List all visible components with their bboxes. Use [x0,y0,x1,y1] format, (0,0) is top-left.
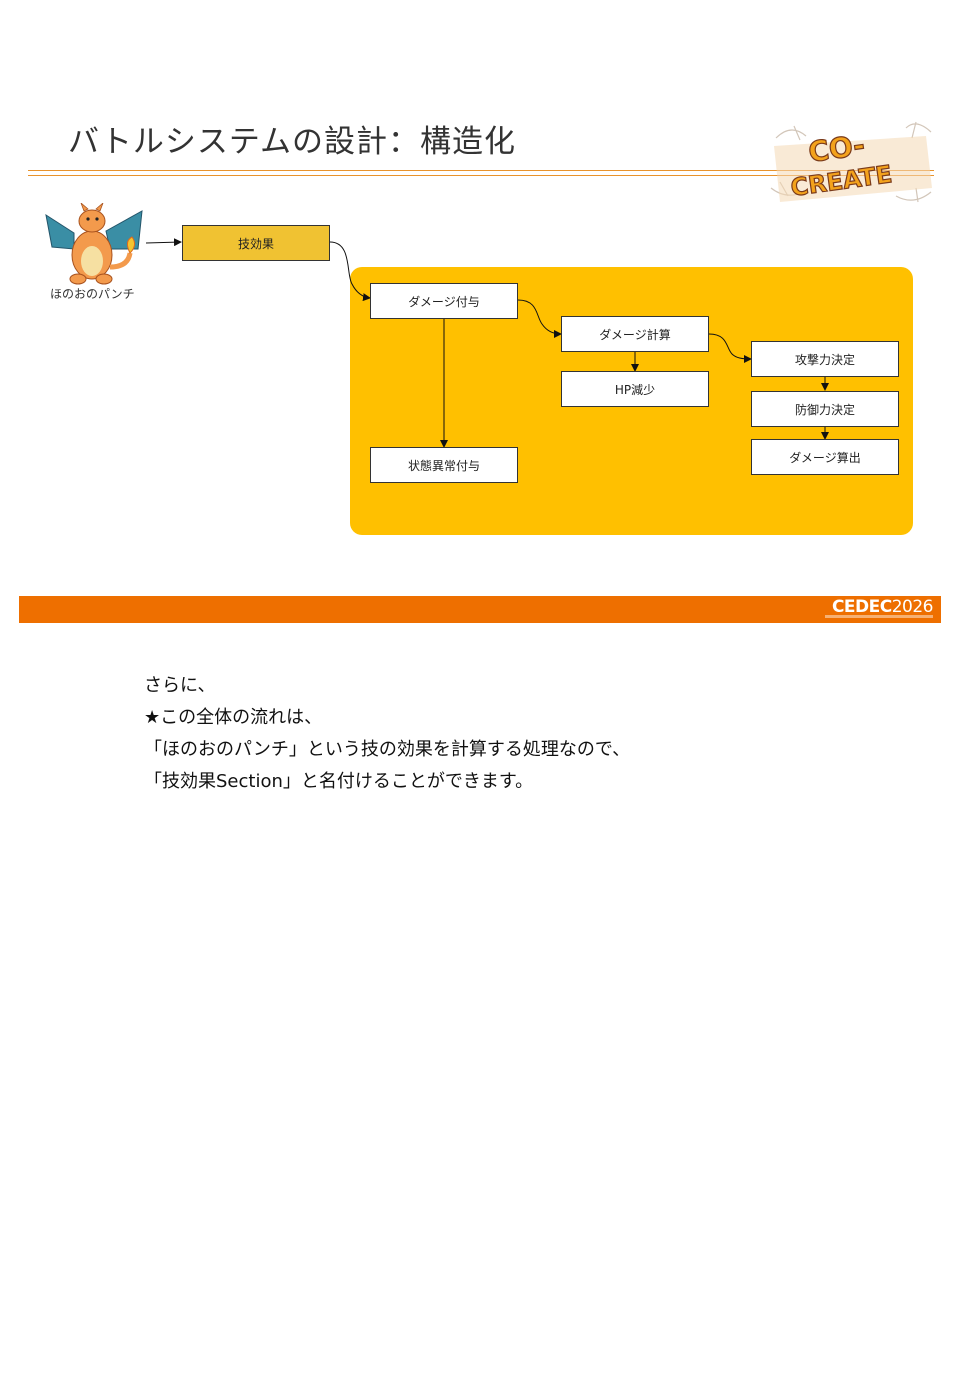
notes-line: さらに、 [144,675,216,696]
speaker-notes: さらに、 ★この全体の流れは、 「ほのおのパンチ」という技の効果を計算する処理な… [144,670,630,798]
node-damage-compute: ダメージ算出 [751,439,899,475]
dragon-mascot-image [45,203,143,285]
node-defense-decide: 防御力決定 [751,391,899,427]
cedec-logo: CEDEC2026 [831,597,934,617]
node-damage-grant: ダメージ付与 [370,283,518,319]
cedec-tagline-mark [825,615,933,618]
co-create-logo: CO- CREATE [770,121,932,203]
footer-band: CEDEC2026 [19,596,941,623]
notes-line: ★この全体の流れは、 [144,707,323,728]
cedec-brand: CEDEC [831,597,892,617]
arrow-mascot-to-root [145,238,182,247]
slide-title: バトルシステムの設計：構造化 [68,124,516,160]
node-hp-reduce: HP減少 [561,371,709,407]
notes-line: 「技効果Section」と名付けることができます。 [144,771,534,792]
title-divider-secondary [28,175,934,176]
cedec-year: 2026 [891,597,934,617]
notes-line: 「ほのおのパンチ」という技の効果を計算する処理なので、 [144,739,631,760]
node-damage-calc: ダメージ計算 [561,316,709,352]
node-attack-decide: 攻撃力決定 [751,341,899,377]
title-divider [28,170,934,171]
logo-top-text: CO- [806,128,867,169]
node-skill-effect: 技効果 [182,225,330,261]
node-status-grant: 状態異常付与 [370,447,518,483]
mascot-caption: ほのおのパンチ [50,287,135,301]
